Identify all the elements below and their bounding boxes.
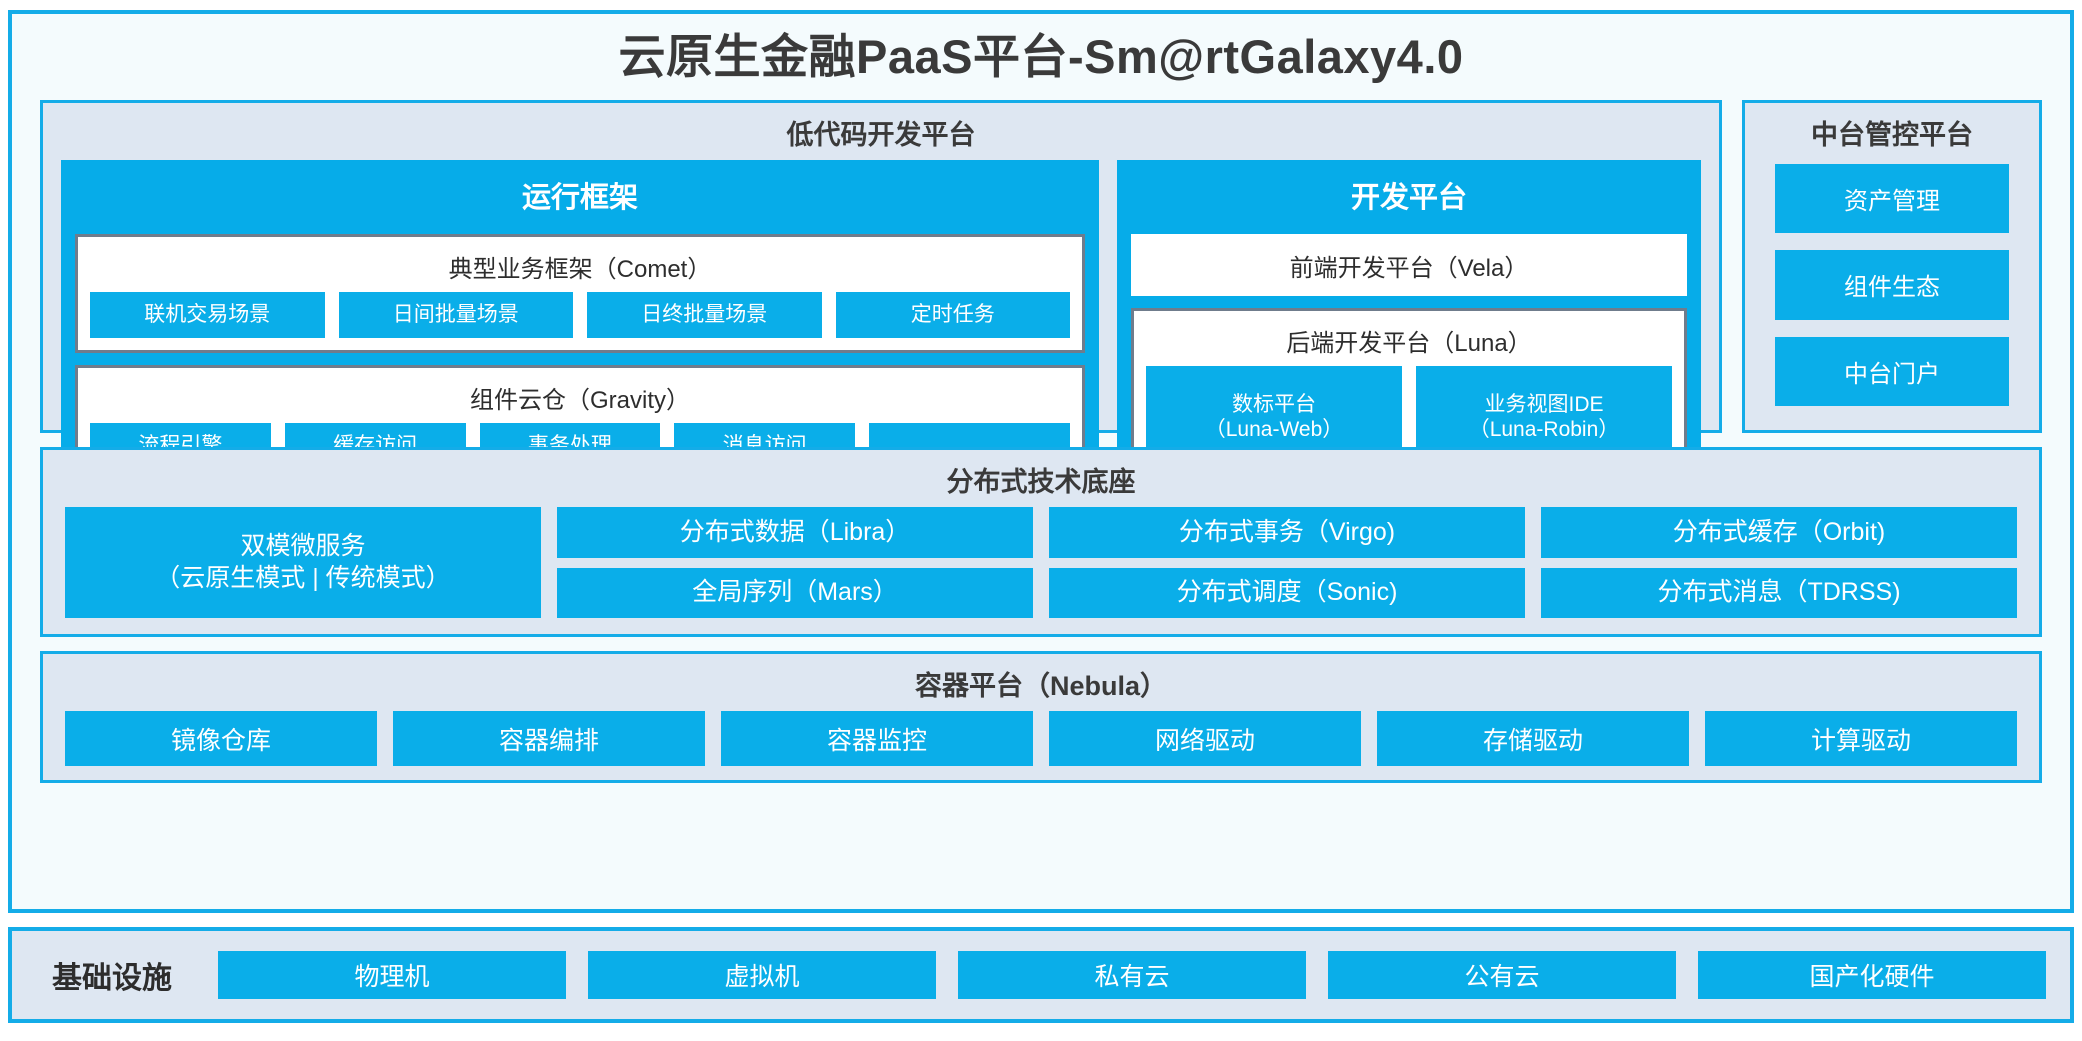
tech-column-data: 分布式数据（Libra） 全局序列（Mars） (557, 507, 1033, 618)
infra-item-public-cloud[interactable]: 公有云 (1328, 951, 1676, 999)
infra-item-physical-machine[interactable]: 物理机 (218, 951, 566, 999)
mid-item-component-ecosystem[interactable]: 组件生态 (1775, 250, 2009, 320)
gravity-title: 组件云仓（Gravity） (469, 387, 690, 414)
infra-item-virtual-machine[interactable]: 虚拟机 (588, 951, 936, 999)
container-item-monitoring[interactable]: 容器监控 (721, 711, 1033, 766)
backend-platform-luna-title: 后端开发平台（Luna） (1286, 330, 1532, 357)
tech-item-dual-mode-microservice[interactable]: 双模微服务（云原生模式 | 传统模式） (65, 507, 541, 618)
mid-item-asset-management[interactable]: 资产管理 (1775, 164, 2009, 234)
comet-item-online-trade[interactable]: 联机交易场景 (90, 292, 325, 338)
tech-item-virgo[interactable]: 分布式事务（Virgo) (1049, 507, 1525, 558)
comet-item-intraday-batch[interactable]: 日间批量场景 (338, 292, 573, 338)
lowcode-platform-title: 低代码开发平台 (786, 120, 976, 150)
container-platform-body: 镜像仓库 容器编排 容器监控 网络驱动 存储驱动 计算驱动 (43, 711, 2039, 780)
development-platform-title: 开发平台 (1350, 182, 1467, 214)
tech-base-body: 双模微服务（云原生模式 | 传统模式） 分布式数据（Libra） 全局序列（Ma… (43, 507, 2039, 634)
infra-item-domestic-hardware[interactable]: 国产化硬件 (1698, 951, 2046, 999)
mid-platform-title: 中台管控平台 (1811, 120, 1973, 150)
comet-item-eod-batch[interactable]: 日终批量场景 (587, 292, 822, 338)
container-item-network-driver[interactable]: 网络驱动 (1049, 711, 1361, 766)
container-platform-title: 容器平台（Nebula） (914, 671, 1168, 701)
tech-column-cache: 分布式缓存（Orbit) 分布式消息（TDRSS) (1541, 507, 2017, 618)
frontend-platform-vela[interactable]: 前端开发平台（Vela） (1131, 234, 1687, 296)
runtime-framework-title: 运行框架 (521, 182, 638, 214)
infrastructure-panel: 基础设施 物理机 虚拟机 私有云 公有云 国产化硬件 (8, 927, 2074, 1023)
comet-item-scheduled-task[interactable]: 定时任务 (835, 292, 1070, 338)
tech-column-microservice: 双模微服务（云原生模式 | 传统模式） (65, 507, 541, 618)
infrastructure-label: 基础设施 (52, 962, 172, 995)
tech-base-panel: 分布式技术底座 双模微服务（云原生模式 | 传统模式） 分布式数据（Libra）… (40, 447, 2042, 637)
lowcode-platform-body: 运行框架 典型业务框架（Comet） 联机交易场景 日间批量场景 日终批量场景 … (43, 160, 1719, 514)
tech-item-mars[interactable]: 全局序列（Mars） (557, 567, 1033, 618)
mid-item-portal[interactable]: 中台门户 (1775, 336, 2009, 406)
container-platform-panel: 容器平台（Nebula） 镜像仓库 容器编排 容器监控 网络驱动 存储驱动 计算… (40, 651, 2042, 783)
tech-base-title: 分布式技术底座 (946, 467, 1136, 497)
container-item-image-registry[interactable]: 镜像仓库 (65, 711, 377, 766)
container-item-orchestration[interactable]: 容器编排 (393, 711, 705, 766)
development-platform-card: 开发平台 前端开发平台（Vela） 后端开发平台（Luna） 数标平台（Luna… (1117, 160, 1701, 498)
comet-title: 典型业务框架（Comet） (448, 256, 712, 283)
tech-item-tdrss[interactable]: 分布式消息（TDRSS) (1541, 567, 2017, 618)
mid-platform-panel: 中台管控平台 资产管理 组件生态 中台门户 (1742, 100, 2042, 433)
runtime-framework-card: 运行框架 典型业务框架（Comet） 联机交易场景 日间批量场景 日终批量场景 … (61, 160, 1099, 498)
comet-chip-row: 联机交易场景 日间批量场景 日终批量场景 定时任务 (90, 292, 1070, 338)
container-item-storage-driver[interactable]: 存储驱动 (1377, 711, 1689, 766)
top-row: 低代码开发平台 运行框架 典型业务框架（Comet） 联机交易场景 日间批量场景… (40, 100, 2042, 498)
tech-item-libra[interactable]: 分布式数据（Libra） (557, 507, 1033, 558)
lowcode-platform-panel: 低代码开发平台 运行框架 典型业务框架（Comet） 联机交易场景 日间批量场景… (40, 100, 1722, 498)
platform-container: 云原生金融PaaS平台-Sm@rtGalaxy4.0 低代码开发平台 运行框架 … (8, 10, 2074, 913)
container-item-compute-driver[interactable]: 计算驱动 (1705, 711, 2017, 766)
mid-platform-body: 资产管理 组件生态 中台门户 (1745, 160, 2039, 430)
tech-column-transaction: 分布式事务（Virgo) 分布式调度（Sonic) (1049, 507, 1525, 618)
page-title: 云原生金融PaaS平台-Sm@rtGalaxy4.0 (618, 30, 1464, 83)
infra-item-private-cloud[interactable]: 私有云 (958, 951, 1306, 999)
tech-item-sonic[interactable]: 分布式调度（Sonic) (1049, 567, 1525, 618)
tech-item-orbit[interactable]: 分布式缓存（Orbit) (1541, 507, 2017, 558)
comet-group: 典型业务框架（Comet） 联机交易场景 日间批量场景 日终批量场景 定时任务 (75, 234, 1085, 353)
